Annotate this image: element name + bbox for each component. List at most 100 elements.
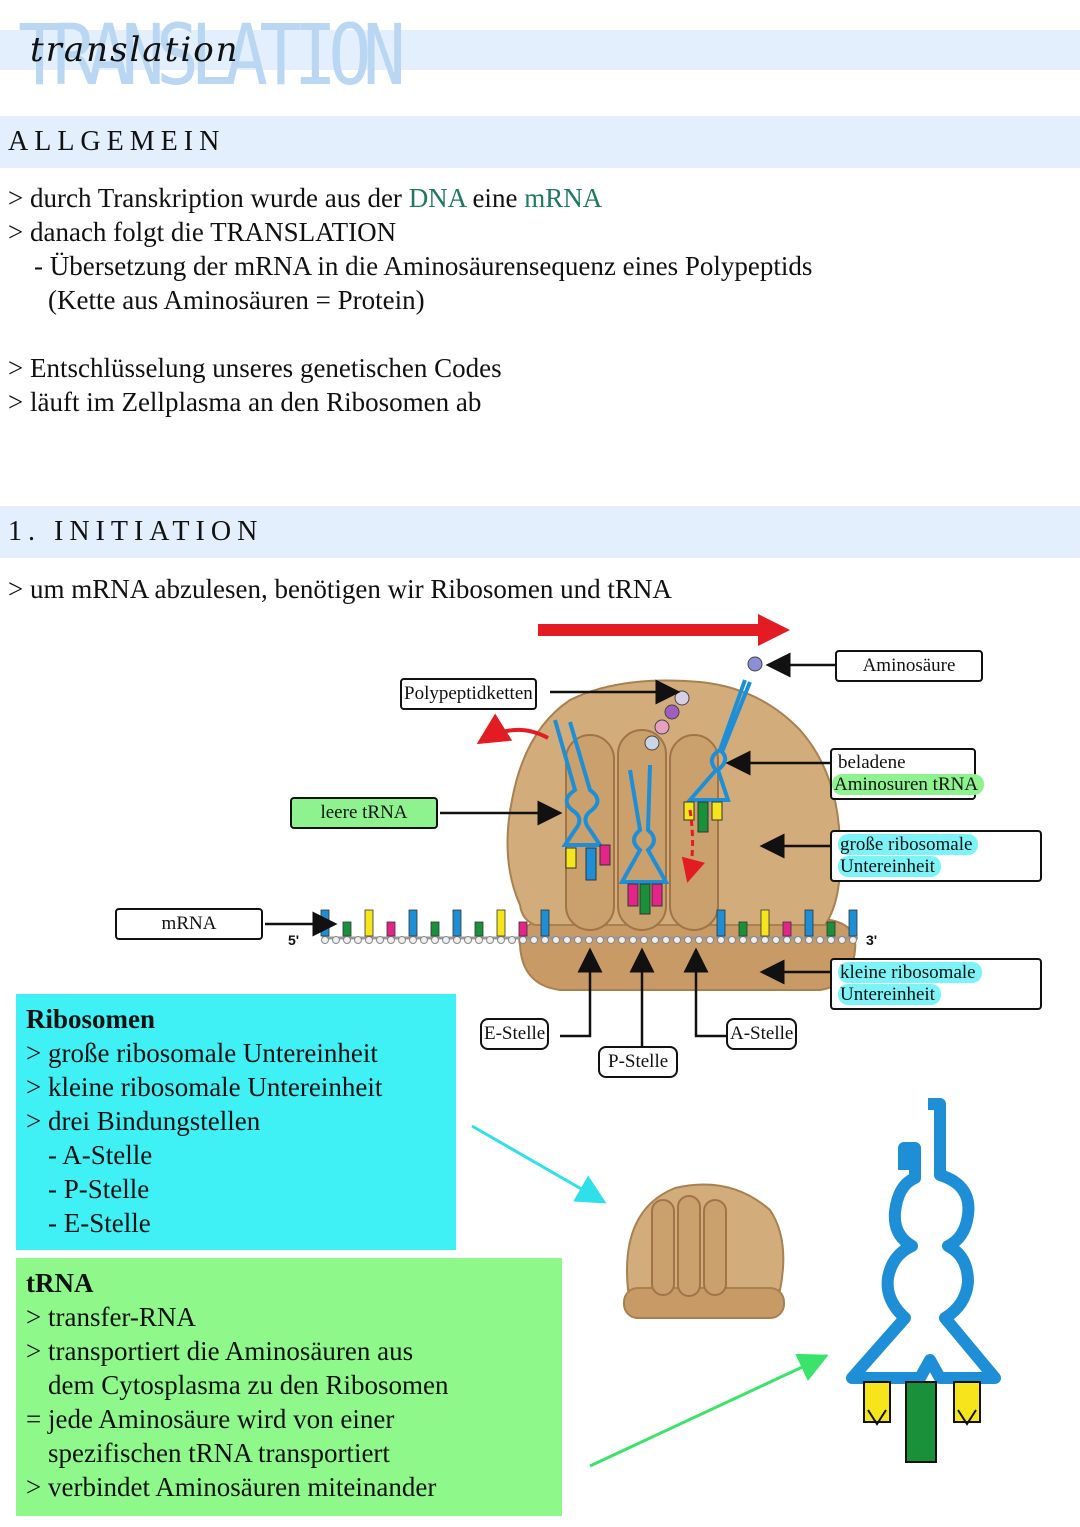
kleine-line-2: Untereinheit [838, 984, 941, 1005]
mrna-base [408, 909, 418, 937]
mrna-nucleotide [409, 936, 417, 944]
label-leere-trna: leere tRNA [290, 797, 438, 829]
mrna-base [782, 921, 792, 937]
mrna-nucleotide [585, 936, 593, 944]
mrna-base [540, 909, 550, 937]
mrna-nucleotide [673, 936, 681, 944]
trna-heading: tRNA [26, 1268, 94, 1298]
mrna-nucleotide [684, 936, 692, 944]
allgemein-title: ALLGEMEIN [8, 126, 226, 157]
allgemein-band [0, 116, 1080, 168]
mrna-nucleotide [497, 936, 505, 944]
trna-p-site [618, 764, 670, 915]
grosse-line-2: Untereinheit [838, 856, 941, 877]
mrna-nucleotide [464, 936, 472, 944]
mrna-nucleotide [376, 936, 384, 944]
mrna-nucleotide [838, 936, 846, 944]
mrna-nucleotide [596, 936, 604, 944]
mrna-nucleotide [607, 936, 615, 944]
allgemein-line-3: - Übersetzung der mRNA in die Aminosäure… [34, 251, 813, 281]
ribosomen-item: - E-Stelle [48, 1208, 151, 1238]
mrna-base [848, 909, 858, 937]
allgemein-line-1: > durch Transkription wurde aus der DNA … [8, 183, 602, 214]
mrna-nucleotide [717, 936, 725, 944]
ribosomen-heading: Ribosomen [26, 1004, 156, 1034]
mrna-nucleotide [365, 936, 373, 944]
label-five-prime: 5' [288, 932, 300, 948]
ribosomen-item: - A-Stelle [48, 1140, 153, 1170]
mrna-nucleotide [772, 936, 780, 944]
mrna-nucleotide [739, 936, 747, 944]
pointer-lines [265, 652, 835, 1046]
ribosome-icon [623, 1183, 785, 1319]
mrna-nucleotide [486, 936, 494, 944]
dna-term: DNA [408, 183, 466, 213]
mrna-base [804, 909, 814, 937]
mrna-nucleotide [563, 936, 571, 944]
mrna-nucleotide [398, 936, 406, 944]
mrna-nucleotide [343, 936, 351, 944]
exit-arrow [476, 713, 549, 745]
mrna-base [364, 909, 374, 937]
title-handwritten: translation [30, 30, 240, 70]
mrna-nucleotide [849, 936, 857, 944]
trna-box: tRNA > transfer-RNA > transportiert die … [16, 1258, 562, 1516]
initiation-line-1: > um mRNA abzulesen, benötigen wir Ribos… [8, 574, 672, 604]
mrna-nucleotide [431, 936, 439, 944]
mrna-nucleotide [354, 936, 362, 944]
mrna-base [342, 921, 352, 937]
label-beladene-trna: beladene Aminosuren tRNA [830, 748, 985, 800]
beladene-line-2: Aminosuren tRNA [832, 774, 985, 795]
mrna-base [496, 909, 506, 937]
cyan-arrow [471, 1124, 607, 1204]
mrna-nucleotide [618, 936, 626, 944]
trna-item: > transportiert die Aminosäuren aus [26, 1336, 414, 1366]
mrna-base [738, 921, 748, 937]
mrna-nucleotide [453, 936, 461, 944]
title-art: TRANSLATION [18, 6, 406, 104]
mrna-base [760, 909, 770, 937]
label-polypeptid: Polypeptidketten [400, 678, 537, 710]
kleine-line-1: kleine ribosomale [838, 962, 982, 983]
mrna-base [386, 921, 396, 937]
ribosomen-box: Ribosomen > große ribosomale Untereinhei… [16, 994, 456, 1250]
mrna-nucleotide [321, 936, 329, 944]
trna-item: > transfer-RNA [26, 1302, 196, 1332]
allgemein-line-6: > läuft im Zellplasma an den Ribosomen a… [8, 387, 482, 417]
allgemein-line-5: > Entschlüsselung unseres genetischen Co… [8, 353, 502, 383]
trna-icon [846, 1098, 1001, 1463]
mrna-nucleotide [629, 936, 637, 944]
mrna-nucleotide [794, 936, 802, 944]
mrna-nucleotide [574, 936, 582, 944]
label-grosse-untereinheit: große ribosomale Untereinheit [830, 830, 1042, 882]
ribosomen-item: > drei Bindungstellen [26, 1106, 261, 1136]
mrna-nucleotide [728, 936, 736, 944]
ribosomen-item: - P-Stelle [48, 1174, 150, 1204]
mrna-nucleotide [783, 936, 791, 944]
trna-item: = jede Aminosäure wird von einer [26, 1404, 395, 1434]
trna-item: spezifischen tRNA transportiert [48, 1438, 390, 1468]
mrna-nucleotide [651, 936, 659, 944]
direction-arrow [538, 614, 790, 646]
mrna-nucleotide [442, 936, 450, 944]
mrna-nucleotide [805, 936, 813, 944]
mrna-base [452, 909, 462, 937]
mrna-nucleotide [761, 936, 769, 944]
mrna-base [716, 909, 726, 937]
green-arrow [589, 1353, 829, 1468]
line1-prefix: > durch Transkription wurde aus der [8, 183, 409, 213]
mrna-nucleotide [662, 936, 670, 944]
initiation-band [0, 506, 1080, 558]
allgemein-line-2: > danach folgt die TRANSLATION [8, 217, 397, 247]
label-a-stelle: A-Stelle [726, 1018, 798, 1050]
initiation-title: 1. INITIATION [8, 516, 264, 547]
allgemein-line-4: (Kette aus Aminosäuren = Protein) [48, 285, 425, 315]
mrna-nucleotide [640, 936, 648, 944]
mrna-nucleotide [816, 936, 824, 944]
header-band [0, 30, 1080, 70]
mrna-nucleotide [519, 936, 527, 944]
trna-item: > verbindet Aminosäuren miteinander [26, 1472, 437, 1502]
ribosomen-item: > große ribosomale Untereinheit [26, 1038, 378, 1068]
mrna-base [518, 921, 528, 937]
